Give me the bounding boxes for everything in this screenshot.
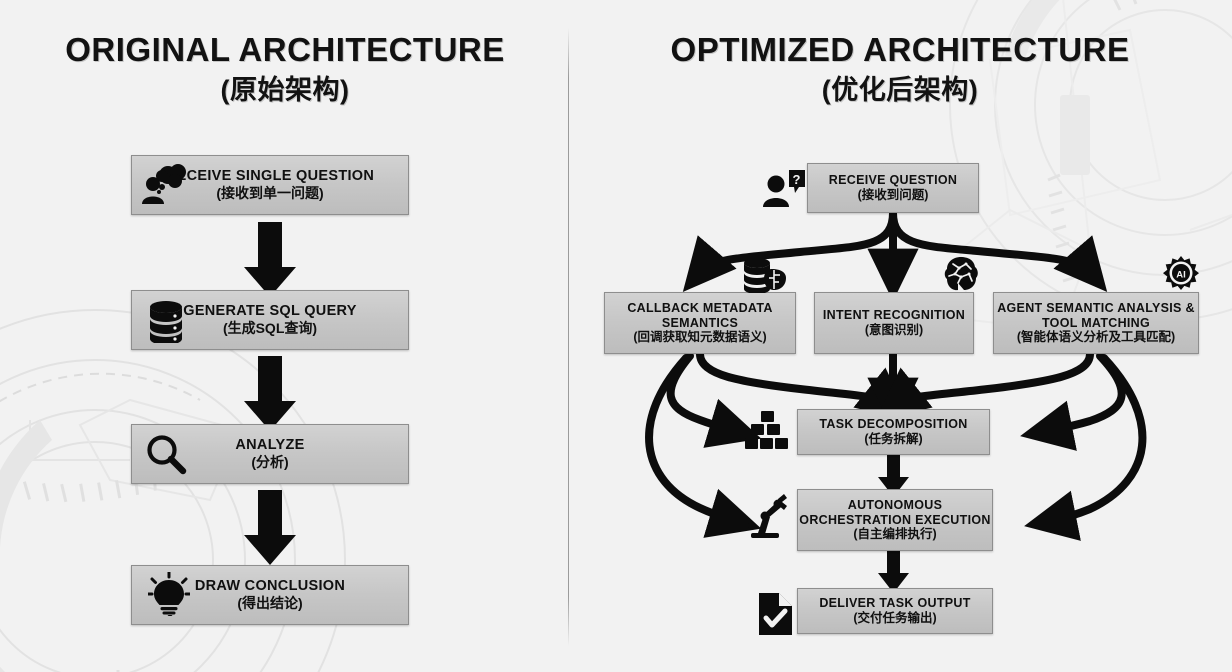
original-title-zh: (原始架构) <box>220 75 350 105</box>
ai-gear-icon: AI <box>1163 256 1199 290</box>
optimized-title-zh: (优化后架构) <box>821 75 979 105</box>
node-callback-metadata-semantics[interactable]: CALLBACK METADATA SEMANTICS (回调获取知元数据语义) <box>604 292 796 354</box>
svg-text:?: ? <box>793 172 801 187</box>
node-label-en: RECEIVE SINGLE QUESTION <box>165 168 375 184</box>
node-label-zh: (接收到单一问题) <box>216 185 324 201</box>
node-label-en: INTENT RECOGNITION <box>822 308 966 323</box>
optimized-architecture-title: OPTIMIZED ARCHITECTURE (优化后架构) <box>600 30 1200 108</box>
node-label-en: AGENT SEMANTIC ANALYSIS & TOOL MATCHING <box>997 301 1195 330</box>
node-label-zh: (接收到问题) <box>857 187 929 202</box>
node-autonomous-orchestration-execution[interactable]: AUTONOMOUS ORCHESTRATION EXECUTION (自主编排… <box>797 489 993 551</box>
robot-arm-icon <box>748 494 787 538</box>
node-label-zh: (分析) <box>251 454 289 470</box>
lightbulb-icon <box>148 572 190 616</box>
magnifier-icon <box>147 435 187 475</box>
node-intent-recognition[interactable]: INTENT RECOGNITION (意图识别) <box>814 292 974 354</box>
node-label-zh: (得出结论) <box>237 595 303 611</box>
node-label-zh: (生成SQL查询) <box>222 320 318 336</box>
node-label-zh: (自主编排执行) <box>853 527 937 541</box>
column-divider <box>568 28 569 646</box>
node-label-en: AUTONOMOUS ORCHESTRATION EXECUTION <box>799 498 991 527</box>
database-icon <box>150 301 182 343</box>
node-label-en: ANALYZE <box>235 437 305 453</box>
node-deliver-task-output[interactable]: DELIVER TASK OUTPUT (交付任务输出) <box>797 588 993 634</box>
person-question-icon: ? <box>763 170 805 207</box>
original-architecture-title: ORIGINAL ARCHITECTURE (原始架构) <box>30 30 540 108</box>
node-task-decomposition[interactable]: TASK DECOMPOSITION (任务拆解) <box>797 409 990 455</box>
person-thought-bubble-icon <box>142 164 186 204</box>
node-agent-semantic-analysis[interactable]: AGENT SEMANTIC ANALYSIS & TOOL MATCHING … <box>993 292 1199 354</box>
document-check-icon <box>759 593 792 635</box>
brain-icon <box>944 257 978 291</box>
node-label-en: DRAW CONCLUSION <box>194 578 346 594</box>
left-flow-arrow-group <box>244 222 296 565</box>
ai-badge-label: AI <box>1176 270 1186 281</box>
node-receive-question[interactable]: RECEIVE QUESTION (接收到问题) <box>807 163 979 213</box>
original-title-en: ORIGINAL ARCHITECTURE <box>65 31 505 68</box>
node-label-zh: (意图识别) <box>864 322 924 337</box>
node-label-en: RECEIVE QUESTION <box>828 173 958 188</box>
optimized-title-en: OPTIMIZED ARCHITECTURE <box>670 31 1130 68</box>
node-label-zh: (回调获取知元数据语义) <box>633 330 767 344</box>
node-label-zh: (智能体语义分析及工具匹配) <box>1016 330 1176 344</box>
converge-arrows-group <box>696 350 1094 431</box>
node-label-en: GENERATE SQL QUERY <box>183 303 357 319</box>
node-label-zh: (任务拆解) <box>864 431 923 446</box>
node-label-en: TASK DECOMPOSITION <box>819 417 968 432</box>
node-label-zh: (交付任务输出) <box>853 610 937 625</box>
blocks-icon <box>745 411 788 449</box>
node-label-en: CALLBACK METADATA SEMANTICS <box>627 301 773 330</box>
node-label-en: DELIVER TASK OUTPUT <box>819 596 971 611</box>
database-brain-icon <box>744 258 786 293</box>
